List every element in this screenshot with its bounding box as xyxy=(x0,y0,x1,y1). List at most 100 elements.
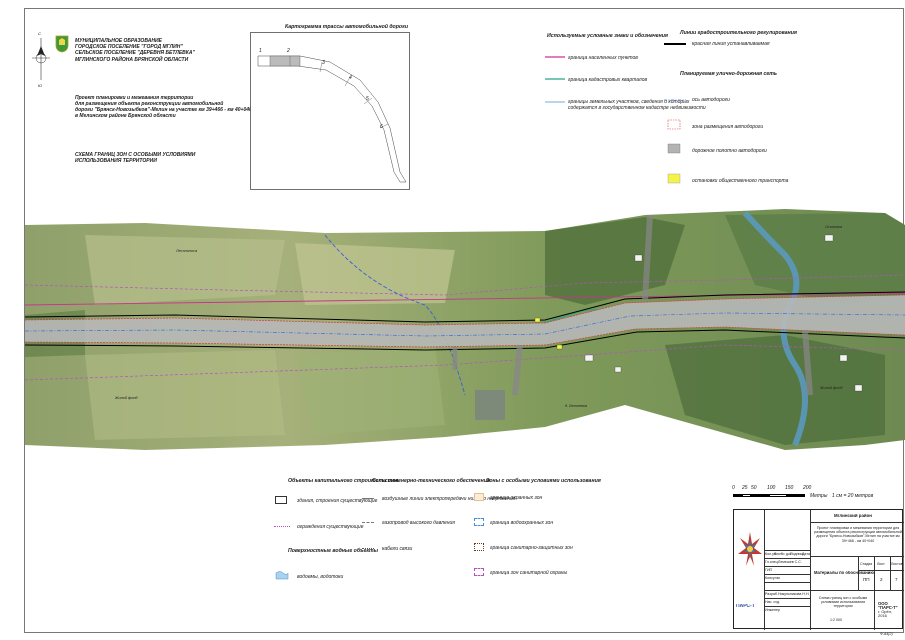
scale-segment xyxy=(769,494,787,497)
scale-unit: Метры xyxy=(810,493,828,499)
sheet-number: 2 xyxy=(880,578,883,582)
grid-line xyxy=(810,590,904,591)
water-icon xyxy=(275,571,289,580)
legend-item: дорожное полотно автодороги xyxy=(692,148,767,154)
stage-header: Стадия xyxy=(860,562,873,566)
title-block: ПАРС-Т Мглинский район Проект планировки… xyxy=(733,509,904,630)
legend-item: газопровод высокого давления xyxy=(382,520,455,526)
legend-zones-title: Зоны с особыми условиями использования xyxy=(486,478,601,484)
legend-item: ось автодороги xyxy=(692,97,730,103)
legend-item: остановки общественного транспорта xyxy=(692,178,789,184)
legend-item: воздушные линии электропередачи низкого … xyxy=(382,496,516,502)
grid-line xyxy=(858,570,904,571)
col-header: № док xyxy=(781,552,792,556)
project-line: для размещения объекта реконструкции авт… xyxy=(75,101,224,107)
legend-item: зона размещения автодороги xyxy=(692,124,764,130)
legend-item: кабели связи xyxy=(382,546,413,552)
cable-swatch xyxy=(362,548,374,549)
org-block: МУНИЦИПАЛЬНОЕ ОБРАЗОВАНИЕ ГОРОДСКОЕ ПОСЕ… xyxy=(75,38,195,63)
inset-label: 4 xyxy=(349,75,352,81)
scale-tick: 100 xyxy=(767,485,776,491)
stage: ПП xyxy=(863,578,870,582)
grid-line xyxy=(890,556,891,590)
role: Гл.спец. xyxy=(765,560,779,564)
map-label: Жилой фонд xyxy=(115,396,138,400)
role: Нач. отд. xyxy=(765,600,780,604)
legend-item: граница населенных пунктов xyxy=(568,55,638,61)
legend-item: границы земельных участков, сведения о к… xyxy=(568,99,690,105)
red-line-swatch xyxy=(664,43,686,45)
scale-tick: 150 xyxy=(785,485,794,491)
project-name: Проект планировки и межевания территории… xyxy=(814,526,902,543)
role: Консульт. xyxy=(765,576,781,580)
logo-text: ПАРС-Т xyxy=(736,604,755,609)
building-swatch xyxy=(275,496,287,504)
legend-item: водоемы, водотоки xyxy=(297,574,344,580)
legend-item: здания, строения существующие xyxy=(297,498,378,504)
grid-line xyxy=(764,590,810,591)
grid-line xyxy=(810,510,811,630)
scale-tick: 50 xyxy=(751,485,757,491)
grid-line xyxy=(764,606,810,607)
legend-item: содержатся в государственном кадастре не… xyxy=(568,105,706,111)
col-header: Подпись xyxy=(790,552,805,556)
grid-line xyxy=(810,522,904,523)
project-line: в Мглинском районе Брянской области xyxy=(75,113,176,119)
legend-item: граница зон санитарной охраны xyxy=(490,570,568,576)
legend-top-title: Используемые условные знаки и обозначени… xyxy=(547,33,668,39)
role: ГИП xyxy=(765,568,773,572)
project-block: Проект планировки и межевания территории… xyxy=(75,95,252,119)
grid-line xyxy=(764,582,810,583)
compass-north: С xyxy=(38,31,41,36)
scale-segment xyxy=(787,494,805,497)
scale-tick: 25 xyxy=(742,485,748,491)
sanitary-zone-swatch xyxy=(474,543,484,551)
scale-ratio: 1 см = 20 метров xyxy=(832,493,874,499)
org-line: МУНИЦИПАЛЬНОЕ ОБРАЗОВАНИЕ xyxy=(75,38,162,44)
project-line: дороги "Брянск-Новозыбков"-Мглин на учас… xyxy=(75,107,252,113)
scale-segment xyxy=(733,494,742,497)
city: г. Орёл, 2016 xyxy=(878,610,893,619)
scheme-title: СХЕМА ГРАНИЦ ЗОН С ОСОБЫМИ УСЛОВИЯМИ ИСП… xyxy=(75,152,195,164)
main-map xyxy=(25,209,905,450)
scale-segment xyxy=(742,494,751,497)
role: Инженер xyxy=(765,608,780,612)
legend-top-swatches xyxy=(545,56,565,103)
legend-item: граница санитарно-защитных зон xyxy=(490,545,573,551)
grid-line xyxy=(764,550,810,551)
sheets-header: Листов xyxy=(891,562,903,566)
drawing-scale: 1:2 000 xyxy=(830,618,842,622)
coat-of-arms-icon xyxy=(55,35,69,53)
legend-item: граница охранных зон xyxy=(490,495,543,501)
inset-map xyxy=(250,32,410,190)
scale-tick: 200 xyxy=(803,485,812,491)
compass-south: Ю xyxy=(38,83,43,88)
grid-line xyxy=(764,566,810,567)
north-arrow-icon xyxy=(32,38,50,80)
gas-pipe-swatch xyxy=(362,522,374,523)
grid-line xyxy=(858,556,859,590)
sanitary-protection-swatch xyxy=(474,568,484,576)
protection-zone-swatch xyxy=(474,493,484,501)
col-header: Лист xyxy=(774,552,782,556)
grid-line xyxy=(874,556,875,630)
scale-tick: 0 xyxy=(732,485,735,491)
legend-item: граница кадастровых кварталов xyxy=(568,77,648,83)
legend-item: ограждения существующие xyxy=(297,524,364,530)
inset-title: Картограмма трассы автомобильной дороги xyxy=(285,24,409,30)
person-name: Лемешев С.С. xyxy=(778,560,802,564)
map-label: д. Бетлевка xyxy=(565,404,587,408)
inset-label: 5 xyxy=(366,96,369,102)
legend-item: красная линия устанавливаемая xyxy=(692,41,770,47)
legend-right-title: Линии градостроительного регулирования xyxy=(680,30,797,36)
water-zone-swatch xyxy=(474,518,484,526)
grid-line xyxy=(764,510,765,630)
district: Мглинский район xyxy=(834,514,872,518)
power-line-swatch xyxy=(362,498,374,499)
legend-utilities-title: Сети инженерно-технического обеспечения xyxy=(372,478,490,484)
grid-line xyxy=(764,558,810,559)
drawing-name: Схема границ зон с особыми условиями исп… xyxy=(818,596,868,609)
company-logo-icon xyxy=(738,532,762,566)
org-line: МГЛИНСКОГО РАЙОНА БРЯНСКОЙ ОБЛАСТИ xyxy=(75,56,189,63)
scheme-line: СХЕМА ГРАНИЦ ЗОН С ОСОБЫМИ УСЛОВИЯМИ xyxy=(75,152,196,158)
